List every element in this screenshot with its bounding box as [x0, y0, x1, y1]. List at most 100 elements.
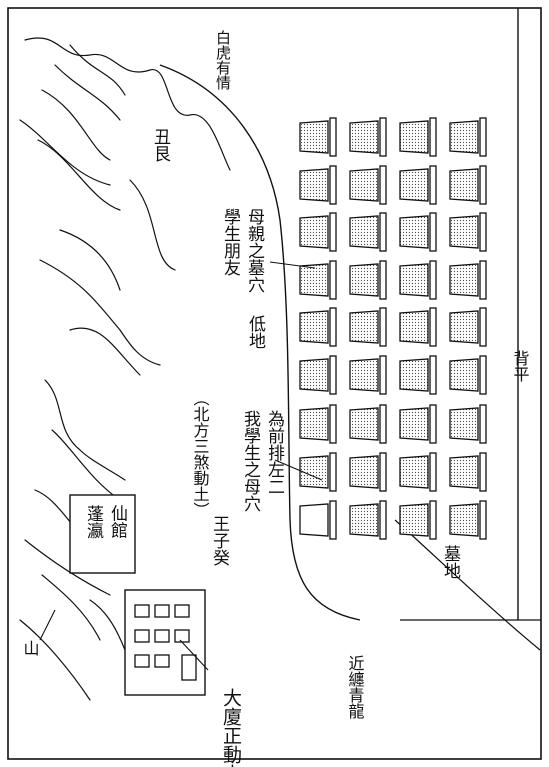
- grave-plot: [299, 307, 337, 347]
- label-mountain: 山: [21, 640, 40, 656]
- grave-plot: [299, 117, 337, 157]
- grave-plot: [399, 117, 437, 157]
- grave-plot: [399, 260, 437, 300]
- label-cemetery: 墓地: [440, 545, 461, 579]
- grave-plot: [449, 452, 487, 492]
- grave-headstone: [479, 307, 487, 347]
- grave-plot: [349, 500, 387, 540]
- grave-plot: [299, 260, 337, 300]
- big-building: [124, 589, 206, 696]
- grave-headstone: [329, 404, 337, 444]
- grave-body: [449, 215, 479, 249]
- grave-body: [299, 120, 329, 154]
- grave-headstone: [329, 452, 337, 492]
- grave-body: [449, 358, 479, 392]
- label-lowland: 低地: [245, 315, 266, 349]
- grave-headstone: [379, 212, 387, 252]
- grave-headstone: [479, 452, 487, 492]
- label-small-building-line1: 蓬瀛: [83, 505, 104, 539]
- grave-body: [399, 503, 429, 537]
- grave-headstone: [379, 355, 387, 395]
- label-back-ping: 背平: [511, 350, 530, 382]
- grave-body: [349, 503, 379, 537]
- grave-body: [449, 455, 479, 489]
- grave-plot: [299, 452, 337, 492]
- grave-headstone: [329, 165, 337, 205]
- grave-headstone: [429, 165, 437, 205]
- grave-plot: [299, 404, 337, 444]
- grave-body: [449, 168, 479, 202]
- grave-body: [399, 215, 429, 249]
- grave-plot: [449, 165, 487, 205]
- grave-body: [399, 310, 429, 344]
- mountain-ridges: [19, 37, 231, 701]
- grave-headstone: [479, 500, 487, 540]
- grave-headstone: [429, 307, 437, 347]
- grave-body: [399, 358, 429, 392]
- grave-body: [399, 263, 429, 297]
- grave-body: [299, 358, 329, 392]
- grave-plot: [349, 212, 387, 252]
- label-big-building: 大廈正動土: [220, 688, 242, 767]
- grave-body: [449, 120, 479, 154]
- grave-body: [449, 310, 479, 344]
- grave-body: [349, 310, 379, 344]
- grave-body: [399, 168, 429, 202]
- grave-plot: [399, 404, 437, 444]
- grave-plot: [349, 260, 387, 300]
- grave-body: [299, 168, 329, 202]
- grave-headstone: [479, 117, 487, 157]
- grave-headstone: [479, 260, 487, 300]
- pointer-friend-tomb: [269, 261, 316, 269]
- grave-plot: [449, 212, 487, 252]
- grave-body: [349, 120, 379, 154]
- grave-plot: [299, 500, 337, 540]
- grave-plot: [399, 165, 437, 205]
- grave-headstone: [479, 404, 487, 444]
- grave-body: [349, 455, 379, 489]
- pointer-student-hole: [274, 459, 323, 481]
- grave-headstone: [429, 452, 437, 492]
- grave-plot: [349, 404, 387, 444]
- grave-body: [349, 215, 379, 249]
- grave-plot: [349, 452, 387, 492]
- grave-headstone: [379, 165, 387, 205]
- label-wangzi-note: （北方三煞動土）: [191, 390, 210, 518]
- label-white-tiger: 白虎有情: [214, 30, 232, 91]
- grave-plot: [449, 500, 487, 540]
- grave-plot: [449, 355, 487, 395]
- grave-body: [399, 120, 429, 154]
- grave-grid: [299, 117, 487, 540]
- grave-plot: [299, 355, 337, 395]
- grave-headstone: [479, 355, 487, 395]
- grave-body: [349, 358, 379, 392]
- grave-body: [449, 263, 479, 297]
- grave-headstone: [329, 117, 337, 157]
- label-friend-tomb: 學生朋友: [220, 208, 241, 276]
- grave-headstone: [379, 307, 387, 347]
- grave-plot: [349, 165, 387, 205]
- grave-body: [449, 503, 479, 537]
- grave-headstone: [429, 212, 437, 252]
- grave-headstone: [329, 307, 337, 347]
- label-friend-tomb-2: 母親之墓穴: [244, 208, 265, 293]
- grave-plot: [349, 355, 387, 395]
- grave-headstone: [429, 117, 437, 157]
- grave-body: [299, 407, 329, 441]
- grave-body: [299, 263, 329, 297]
- grave-headstone: [329, 212, 337, 252]
- grave-headstone: [479, 165, 487, 205]
- grave-headstone: [429, 500, 437, 540]
- grave-plot: [299, 165, 337, 205]
- pointer-mountain: [39, 609, 56, 641]
- grave-plot: [399, 307, 437, 347]
- grave-plot: [399, 212, 437, 252]
- grave-plot: [449, 307, 487, 347]
- grave-headstone: [379, 452, 387, 492]
- label-student-hole-2: 為前排左二: [264, 410, 285, 495]
- grave-headstone: [379, 404, 387, 444]
- grave-body: [349, 168, 379, 202]
- grave-plot: [399, 452, 437, 492]
- grave-body: [399, 455, 429, 489]
